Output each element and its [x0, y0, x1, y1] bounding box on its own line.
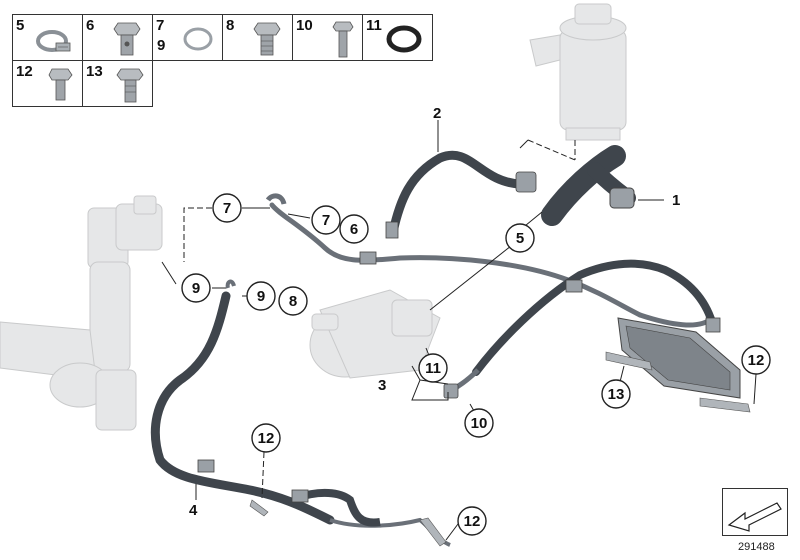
feed-hose-upper — [385, 150, 537, 239]
callout-9-right: 9 — [257, 288, 265, 305]
flange-bolt-icon — [116, 68, 144, 103]
callout-9-left: 9 — [192, 280, 200, 297]
pressure-hose-pump — [443, 368, 480, 399]
legend-number: 5 — [16, 17, 25, 34]
callout-11: 11 — [425, 360, 441, 377]
legend-cell-6[interactable]: 6 — [82, 14, 153, 61]
callout-1: 1 — [672, 192, 680, 209]
return-hose-cooler — [472, 259, 721, 376]
oil-cooler — [605, 317, 751, 413]
callout-7-tube: 7 — [322, 212, 330, 229]
callout-10: 10 — [471, 415, 488, 432]
legend-number: 7 — [156, 17, 165, 34]
callout-6: 6 — [350, 221, 358, 238]
callout-12-lower: 12 — [258, 430, 275, 447]
steering-gear-ghost — [0, 195, 163, 431]
callout-7-upper: 7 — [223, 200, 231, 217]
parts-legend-table: 5 6 7 9 — [12, 14, 433, 107]
callout-5: 5 — [516, 230, 524, 247]
callout-2: 2 — [433, 105, 441, 122]
legend-cell-12[interactable]: 12 — [12, 60, 83, 107]
hollow-bolt-icon — [113, 22, 141, 56]
legend-number: 10 — [296, 17, 313, 34]
legend-cell-11[interactable]: 11 — [362, 14, 433, 61]
diagram-id: 291488 — [738, 541, 775, 553]
callout-12-cooler: 12 — [748, 352, 765, 369]
legend-number: 6 — [86, 17, 95, 34]
orientation-arrow-icon — [727, 502, 782, 532]
legend-number-secondary: 9 — [157, 37, 166, 54]
suction-hose — [541, 145, 636, 226]
pump-ghost — [309, 289, 441, 379]
legend-number: 8 — [226, 17, 235, 34]
hex-bolt-icon — [48, 68, 73, 101]
o-ring-icon — [386, 25, 422, 53]
callout-circles — [181, 193, 771, 536]
legend-number: 11 — [366, 17, 382, 34]
callout-12-bottom: 12 — [464, 513, 481, 530]
legend-number: 12 — [16, 63, 33, 80]
return-line-lower — [150, 279, 451, 547]
callout-4: 4 — [189, 502, 198, 519]
callout-13: 13 — [608, 386, 625, 403]
banjo-bolt-icon — [253, 22, 281, 56]
hex-bolt-long-icon — [332, 21, 354, 58]
fluid-reservoir-ghost — [529, 3, 627, 141]
callout-3: 3 — [378, 377, 386, 394]
legend-cell-5[interactable]: 5 — [12, 14, 83, 61]
legend-cell-7-9[interactable]: 7 9 — [152, 14, 223, 61]
legend-number: 13 — [86, 63, 103, 80]
gasket-ring-icon — [183, 27, 213, 51]
hose-clamp-icon — [36, 30, 71, 52]
legend-cell-8[interactable]: 8 — [222, 14, 293, 61]
callout-8: 8 — [289, 293, 297, 310]
orientation-box — [722, 488, 788, 536]
legend-cell-13[interactable]: 13 — [82, 60, 153, 107]
